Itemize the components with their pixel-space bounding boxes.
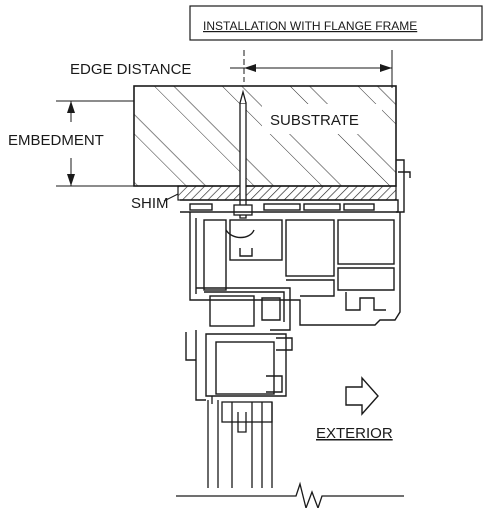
exterior-label: EXTERIOR bbox=[316, 425, 393, 442]
shim-label: SHIM bbox=[131, 195, 169, 212]
embedment-dimension bbox=[56, 100, 134, 187]
window-sash bbox=[185, 248, 293, 401]
diagram-title: INSTALLATION WITH FLANGE FRAME bbox=[203, 19, 417, 33]
edge-distance-dimension bbox=[230, 50, 393, 88]
glazing-unit bbox=[207, 396, 273, 488]
screw-anchor-icon bbox=[233, 89, 253, 219]
substrate-block bbox=[133, 85, 397, 187]
exterior-arrow-icon bbox=[345, 376, 379, 416]
substrate-label: SUBSTRATE bbox=[270, 112, 359, 129]
embedment-label: EMBEDMENT bbox=[8, 132, 104, 149]
break-line-icon bbox=[176, 481, 404, 508]
flange-frame bbox=[180, 159, 411, 213]
title-box: INSTALLATION WITH FLANGE FRAME bbox=[189, 5, 483, 41]
window-frame-profile bbox=[189, 212, 401, 326]
shim bbox=[163, 185, 397, 202]
edge-distance-label: EDGE DISTANCE bbox=[70, 61, 191, 78]
